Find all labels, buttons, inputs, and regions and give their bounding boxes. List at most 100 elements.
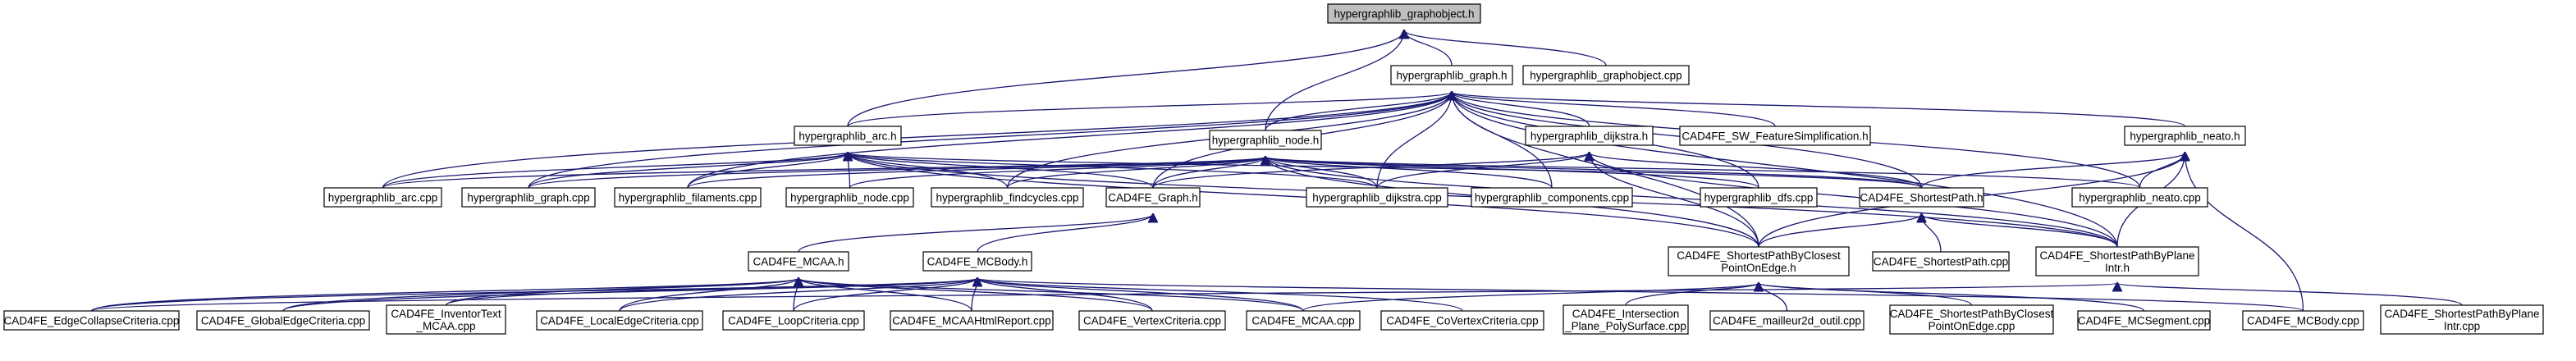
edge-mcbody_h-to-inventortext_cpp — [445, 278, 978, 306]
node-mailleur-cpp[interactable]: CAD4FE_mailleur2d_outil.cpp — [1709, 310, 1865, 331]
node-box[interactable] — [1078, 310, 1226, 331]
node-inventortext-cpp[interactable]: CAD4FE_InventorText_MCAA.cpp — [386, 304, 506, 335]
node-box[interactable] — [461, 187, 596, 208]
node-box[interactable] — [931, 187, 1084, 208]
node-box[interactable] — [2242, 310, 2364, 331]
edge-mcbody_h-to-vertex_cpp — [977, 278, 1153, 312]
node-label: CAD4FE_Graph.h — [1108, 192, 1198, 204]
node-box[interactable] — [1872, 251, 2010, 272]
node-box[interactable] — [922, 251, 1032, 272]
node-label: CAD4FE_EdgeCollapseCriteria.cpp — [4, 315, 180, 327]
edge-graph_h-to-neato_h — [1452, 92, 2186, 127]
node-arc-cpp[interactable]: hypergraphlib_arc.cpp — [323, 187, 442, 208]
node-box[interactable] — [1522, 65, 1690, 85]
node-graph-cpp[interactable]: hypergraphlib_graph.cpp — [461, 187, 596, 208]
node-box[interactable] — [890, 310, 1054, 331]
node-label: hypergraphlib_components.cpp — [1475, 192, 1629, 204]
edge-graph_h-to-node_h — [1265, 92, 1452, 131]
node-mcbody-h[interactable]: CAD4FE_MCBody.h — [922, 251, 1032, 272]
node-box[interactable] — [3, 310, 180, 331]
node-box[interactable] — [1327, 3, 1481, 24]
node-box[interactable] — [1700, 187, 1818, 208]
node-globaledge-cpp[interactable]: CAD4FE_GlobalEdgeCriteria.cpp — [196, 310, 370, 331]
node-spbcp-h[interactable]: CAD4FE_ShortestPathByClosestPointOnEdge.… — [1668, 246, 1850, 276]
node-graphobject-cpp[interactable]: hypergraphlib_graphobject.cpp — [1522, 65, 1690, 85]
node-label: CAD4FE_Intersection — [1572, 308, 1680, 320]
node-neato-h[interactable]: hypergraphlib_neato.h — [2124, 126, 2246, 146]
node-findcycles-cpp[interactable]: hypergraphlib_findcycles.cpp — [931, 187, 1084, 208]
node-box[interactable] — [1390, 65, 1513, 85]
node-loop-cpp[interactable]: CAD4FE_LoopCriteria.cpp — [722, 310, 865, 331]
node-box[interactable] — [1889, 304, 2054, 335]
node-box[interactable] — [785, 187, 914, 208]
node-dfs-cpp[interactable]: hypergraphlib_dfs.cpp — [1700, 187, 1818, 208]
node-box[interactable] — [1859, 187, 1984, 208]
edge-graphobject_h-to-arc_h — [847, 30, 1404, 127]
node-box[interactable] — [536, 310, 703, 331]
node-box[interactable] — [722, 310, 865, 331]
node-mcbody-cpp[interactable]: CAD4FE_MCBody.cpp — [2242, 310, 2364, 331]
node-box[interactable] — [748, 251, 849, 272]
node-label: hypergraphlib_findcycles.cpp — [936, 192, 1078, 204]
node-vertex-cpp[interactable]: CAD4FE_VertexCriteria.cpp — [1078, 310, 1226, 331]
node-label: hypergraphlib_arc.cpp — [328, 192, 438, 204]
node-label: hypergraphlib_graph.cpp — [467, 192, 589, 204]
node-mcaa-h[interactable]: CAD4FE_MCAA.h — [748, 251, 849, 272]
node-box[interactable] — [794, 126, 902, 146]
node-dijkstra-h[interactable]: hypergraphlib_dijkstra.h — [1525, 126, 1654, 146]
node-cadgraph-h[interactable]: CAD4FE_Graph.h — [1105, 187, 1201, 208]
node-box[interactable] — [1709, 310, 1865, 331]
node-box[interactable] — [1105, 187, 1201, 208]
node-shortestpath-h[interactable]: CAD4FE_ShortestPath.h — [1859, 187, 1984, 208]
node-label: CAD4FE_MCSegment.cpp — [2078, 315, 2210, 327]
node-box[interactable] — [1380, 310, 1544, 331]
node-box[interactable] — [2035, 246, 2199, 276]
node-box[interactable] — [1563, 304, 1689, 335]
node-mcaa-cpp[interactable]: CAD4FE_MCAA.cpp — [1246, 310, 1361, 331]
node-localedge-cpp[interactable]: CAD4FE_LocalEdgeCriteria.cpp — [536, 310, 703, 331]
node-box[interactable] — [1306, 187, 1448, 208]
node-box[interactable] — [1668, 246, 1850, 276]
node-covertex-cpp[interactable]: CAD4FE_CoVertexCriteria.cpp — [1380, 310, 1544, 331]
node-neato-cpp[interactable]: hypergraphlib_neato.cpp — [2071, 187, 2208, 208]
node-box[interactable] — [614, 187, 762, 208]
node-mcsegment-cpp[interactable]: CAD4FE_MCSegment.cpp — [2077, 310, 2211, 331]
node-box[interactable] — [1679, 126, 1871, 146]
node-dijkstra-cpp[interactable]: hypergraphlib_dijkstra.cpp — [1306, 187, 1448, 208]
node-filaments-cpp[interactable]: hypergraphlib_filaments.cpp — [614, 187, 762, 208]
node-arc-h[interactable]: hypergraphlib_arc.h — [794, 126, 902, 146]
node-components-cpp[interactable]: hypergraphlib_components.cpp — [1471, 187, 1633, 208]
node-shortestpath-cpp[interactable]: CAD4FE_ShortestPath.cpp — [1872, 251, 2010, 272]
edge-mcbody_h-to-mcaa_cpp — [977, 278, 1304, 312]
node-box[interactable] — [323, 187, 442, 208]
node-graph-h[interactable]: hypergraphlib_graph.h — [1390, 65, 1513, 85]
node-label: hypergraphlib_node.cpp — [790, 192, 909, 204]
edge-graph_h-to-arc_h — [847, 92, 1452, 127]
node-box[interactable] — [2077, 310, 2211, 331]
node-graphobject-h[interactable]: hypergraphlib_graphobject.h — [1327, 3, 1481, 24]
node-box[interactable] — [196, 310, 370, 331]
node-box[interactable] — [1525, 126, 1654, 146]
node-box[interactable] — [2071, 187, 2208, 208]
edge-cadgraph_h-to-mcaa_h — [798, 214, 1153, 253]
node-node-h[interactable]: hypergraphlib_node.h — [1209, 130, 1322, 150]
node-intersection-cpp[interactable]: CAD4FE_Intersection_Plane_PolySurface.cp… — [1563, 304, 1689, 335]
node-swfeature-h[interactable]: CAD4FE_SW_FeatureSimplification.h — [1679, 126, 1871, 146]
node-box[interactable] — [2380, 304, 2544, 335]
node-edgecollapse-cpp[interactable]: CAD4FE_EdgeCollapseCriteria.cpp — [3, 310, 180, 331]
node-box[interactable] — [386, 304, 506, 335]
node-node-cpp[interactable]: hypergraphlib_node.cpp — [785, 187, 914, 208]
edge-neato_h-to-neato_cpp — [2139, 153, 2185, 189]
node-box[interactable] — [1246, 310, 1361, 331]
node-box[interactable] — [1471, 187, 1633, 208]
edge-graphobject_h-to-graph_h — [1404, 30, 1453, 66]
node-box[interactable] — [1209, 130, 1322, 150]
node-box[interactable] — [2124, 126, 2246, 146]
node-spbcp-cpp[interactable]: CAD4FE_ShortestPathByClosestPointOnEdge.… — [1889, 304, 2054, 335]
node-label: CAD4FE_MCAAHtmlReport.cpp — [892, 315, 1051, 327]
node-htmlreport-cpp[interactable]: CAD4FE_MCAAHtmlReport.cpp — [890, 310, 1054, 331]
node-label: CAD4FE_ShortestPathByPlane — [2039, 249, 2194, 262]
node-label: _MCAA.cpp — [415, 320, 475, 332]
